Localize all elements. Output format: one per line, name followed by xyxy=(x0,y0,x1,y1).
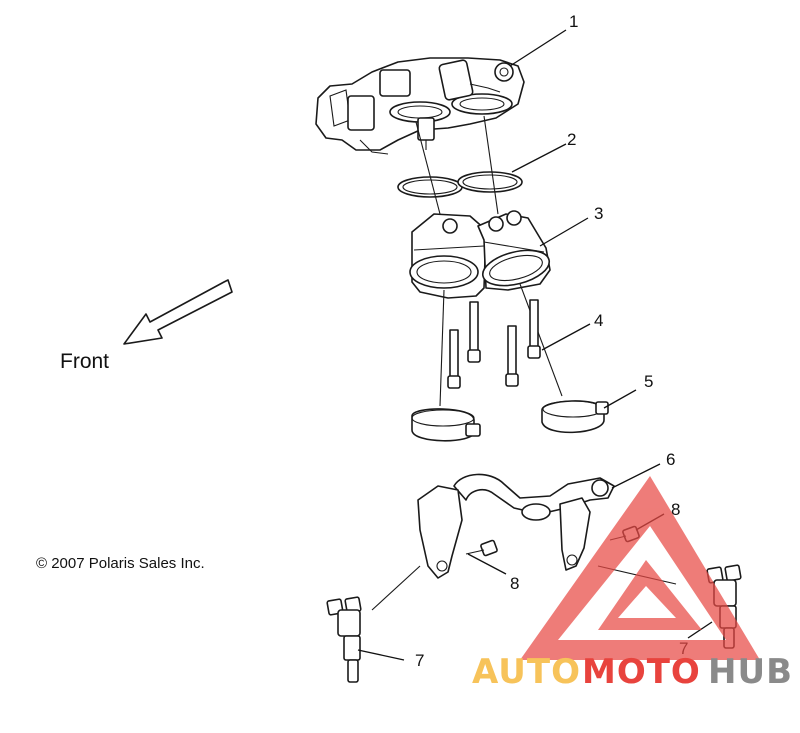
copyright-notice: © 2007 Polaris Sales Inc. xyxy=(36,555,205,572)
automotohub-logo: AUTO MOTO HUB xyxy=(472,476,793,692)
callout-3: 3 xyxy=(594,204,603,223)
front-arrow-icon xyxy=(123,279,233,345)
callout-6: 6 xyxy=(666,450,675,469)
throttle-body-part-1 xyxy=(315,57,525,155)
hose-clamps-part-5 xyxy=(411,400,609,442)
alignment-lines xyxy=(415,115,563,407)
watermark-hub: HUB xyxy=(708,652,793,692)
intake-boots-part-3 xyxy=(409,210,551,299)
watermark-moto: MOTO xyxy=(582,652,701,692)
watermark-auto: AUTO xyxy=(472,652,581,692)
callout-2: 2 xyxy=(567,130,576,149)
fuel-rail-part-6 xyxy=(417,473,615,579)
callout-7-left: 7 xyxy=(415,651,424,670)
front-label: Front xyxy=(60,350,109,373)
triangle-logo-icon xyxy=(520,476,760,660)
o-rings-part-2 xyxy=(397,171,523,198)
callout-5: 5 xyxy=(644,372,653,391)
bolts-part-4 xyxy=(447,299,541,389)
callout-4: 4 xyxy=(594,311,603,330)
callout-8-right: 8 xyxy=(671,500,680,519)
callout-8-center: 8 xyxy=(510,574,519,593)
callout-1: 1 xyxy=(569,12,578,31)
